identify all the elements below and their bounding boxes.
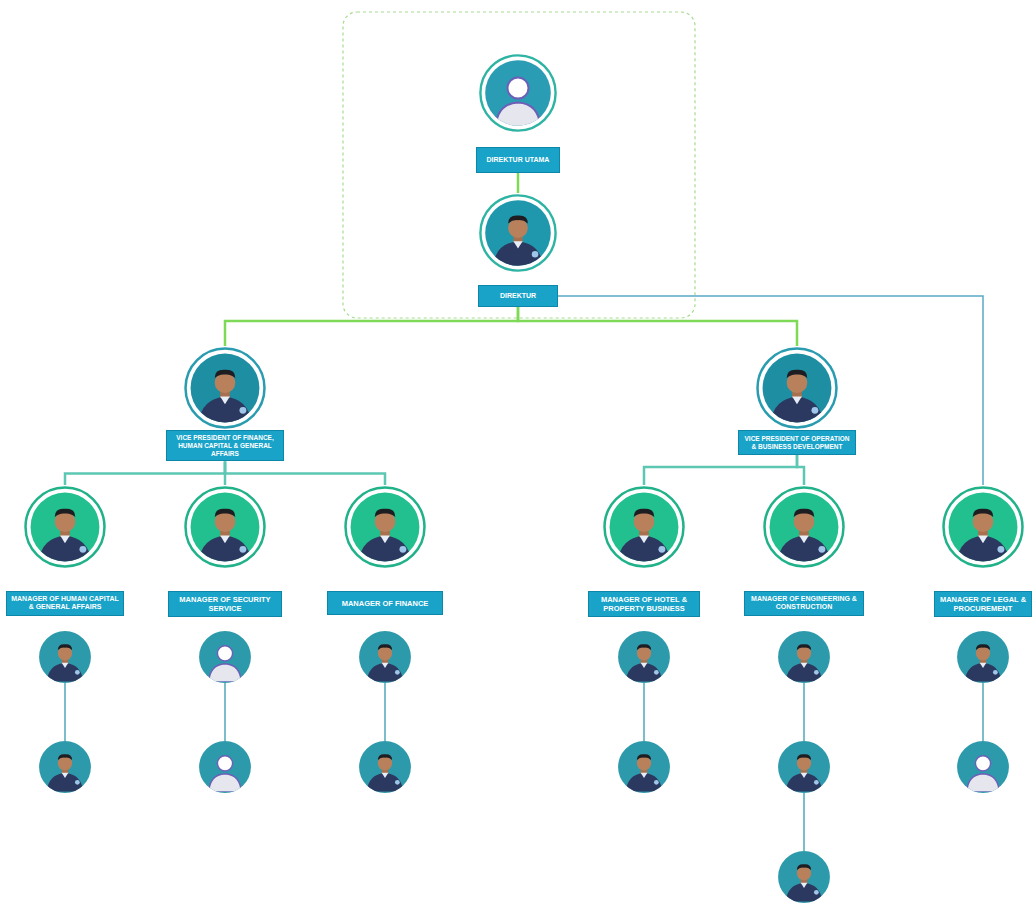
portrait-photo — [183, 346, 267, 430]
org-node: MANAGER OF HOTEL & PROPERTY BUSINESS — [588, 485, 700, 617]
portrait-photo — [478, 193, 558, 273]
portrait-photo — [478, 53, 558, 133]
portrait-photo — [343, 485, 427, 569]
portrait-photo — [941, 485, 1025, 569]
title-box: MANAGER OF HOTEL & PROPERTY BUSINESS — [588, 591, 700, 617]
title-box: MANAGER OF FINANCE — [327, 591, 443, 615]
group-frame — [343, 12, 695, 318]
role-title: MANAGER OF FINANCE — [342, 599, 429, 608]
staff-photos — [39, 631, 1009, 903]
portrait-photo — [183, 485, 267, 569]
role-title: VICE PRESIDENT OF FINANCE, HUMAN CAPITAL… — [171, 434, 279, 457]
role-title: DIREKTUR — [500, 292, 536, 300]
reporting-line — [65, 461, 225, 485]
portrait-photo — [602, 485, 686, 569]
org-node: MANAGER OF ENGINEERING & CONSTRUCTION — [744, 485, 864, 616]
title-box: VICE PRESIDENT OF FINANCE, HUMAN CAPITAL… — [166, 430, 284, 461]
reporting-line — [225, 307, 518, 346]
portrait-photo — [762, 485, 846, 569]
org-node: MANAGER OF HUMAN CAPITAL & GENERAL AFFAI… — [6, 485, 124, 616]
role-title: VICE PRESIDENT OF OPERATION & BUSINESS D… — [743, 435, 851, 451]
title-box: MANAGER OF HUMAN CAPITAL & GENERAL AFFAI… — [6, 591, 124, 616]
reporting-line — [644, 455, 797, 485]
reporting-line — [558, 296, 983, 485]
reporting-line — [517, 173, 520, 193]
role-title: MANAGER OF HUMAN CAPITAL & GENERAL AFFAI… — [11, 595, 119, 612]
title-box: VICE PRESIDENT OF OPERATION & BUSINESS D… — [738, 430, 856, 455]
title-box: DIREKTUR — [478, 285, 558, 307]
portrait-photo — [755, 346, 839, 430]
role-title: MANAGER OF SECURITY SERVICE — [173, 595, 277, 613]
reporting-line — [225, 461, 385, 485]
title-box: DIREKTUR UTAMA — [476, 147, 560, 173]
title-box: MANAGER OF SECURITY SERVICE — [168, 591, 282, 617]
staff-lines — [65, 683, 983, 851]
role-title: MANAGER OF LEGAL & PROCUREMENT — [939, 595, 1027, 613]
role-title: MANAGER OF ENGINEERING & CONSTRUCTION — [749, 595, 859, 612]
org-node: DIREKTUR — [478, 193, 558, 307]
org-node: MANAGER OF LEGAL & PROCUREMENT — [934, 485, 1032, 617]
org-node: MANAGER OF FINANCE — [327, 485, 443, 615]
org-node: MANAGER OF SECURITY SERVICE — [168, 485, 282, 617]
reporting-line — [518, 307, 797, 346]
org-node: VICE PRESIDENT OF OPERATION & BUSINESS D… — [738, 346, 856, 455]
title-box: MANAGER OF ENGINEERING & CONSTRUCTION — [744, 591, 864, 616]
title-box: MANAGER OF LEGAL & PROCUREMENT — [934, 591, 1032, 617]
org-node: VICE PRESIDENT OF FINANCE, HUMAN CAPITAL… — [166, 346, 284, 461]
org-node: DIREKTUR UTAMA — [476, 53, 560, 173]
portrait-photo — [23, 485, 107, 569]
reporting-line — [797, 455, 804, 485]
role-title: MANAGER OF HOTEL & PROPERTY BUSINESS — [593, 595, 695, 613]
role-title: DIREKTUR UTAMA — [487, 156, 550, 164]
